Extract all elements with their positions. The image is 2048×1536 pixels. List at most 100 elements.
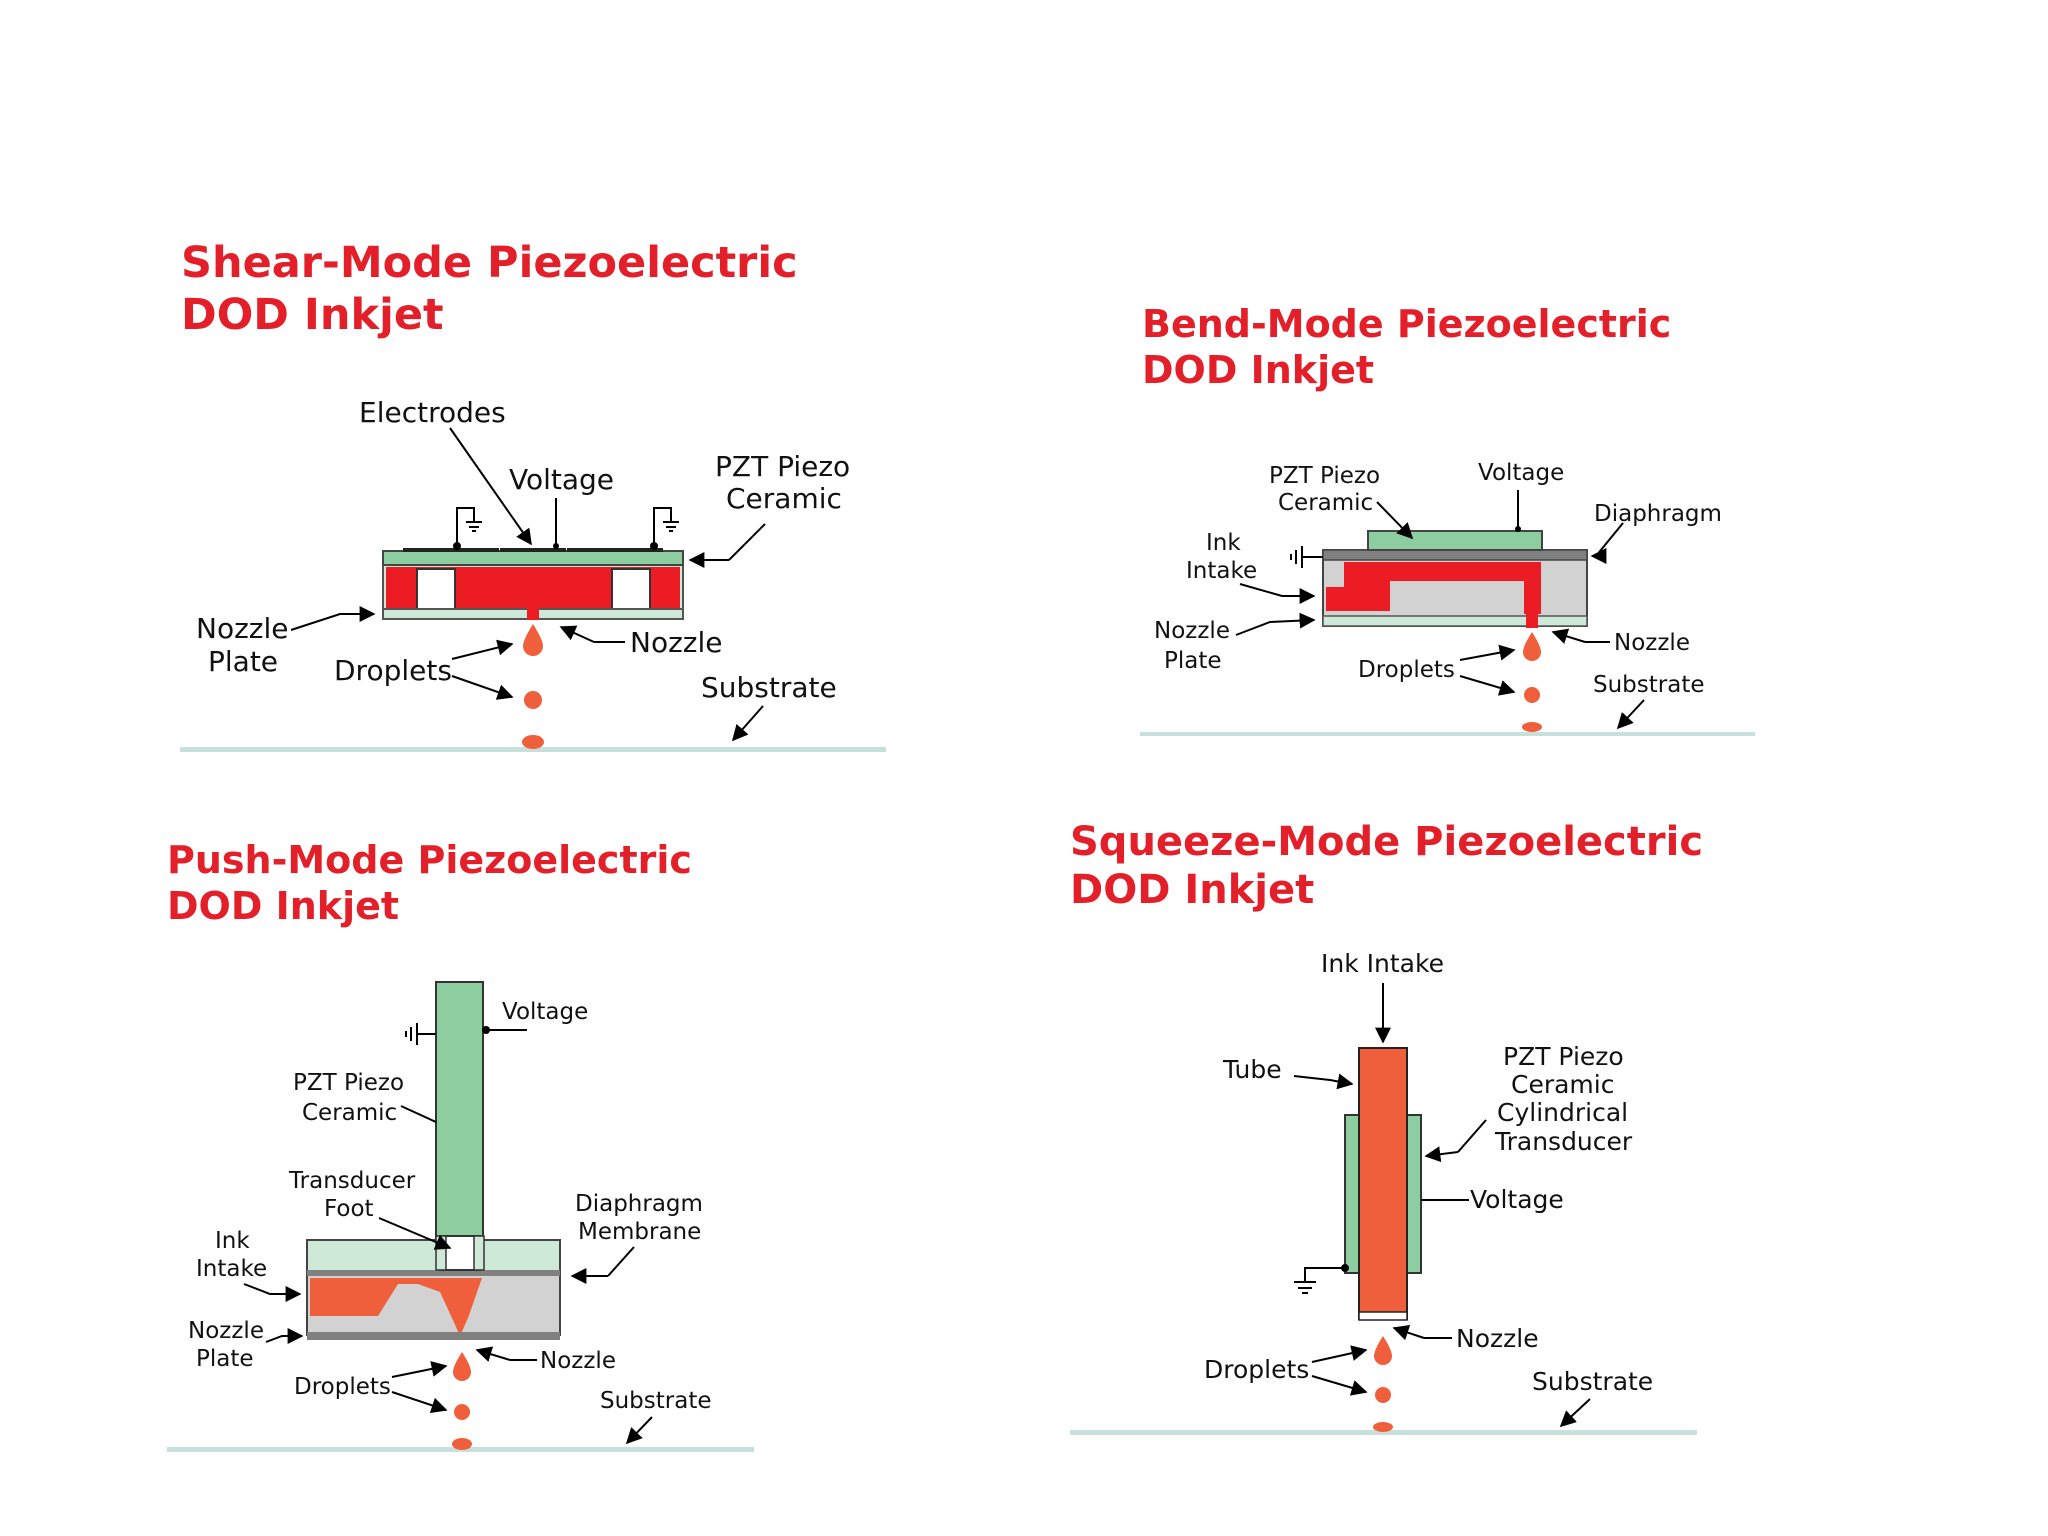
shear-label-electrodes: Electrodes	[359, 396, 506, 429]
bend-droplet-2	[1524, 687, 1540, 703]
shear-voltage-terminal	[553, 498, 559, 549]
squeeze-label-tube: Tube	[1222, 1055, 1282, 1084]
squeeze-label-ink-intake: Ink Intake	[1321, 949, 1444, 978]
bend-pzt-leader	[1376, 501, 1414, 540]
push-droplet-1	[453, 1352, 471, 1381]
push-voltage-terminal	[482, 1026, 527, 1034]
squeeze-label-voltage: Voltage	[1470, 1185, 1564, 1214]
bend-ink-leader	[1239, 583, 1316, 604]
push-label-diaphragm-2: Membrane	[578, 1219, 701, 1245]
push-label-diaphragm-1: Diaphragm	[575, 1191, 703, 1217]
push-label-transducer-2: Foot	[324, 1196, 374, 1222]
squeeze-label-nozzle: Nozzle	[1456, 1324, 1539, 1353]
push-foot-left	[435, 1235, 447, 1271]
bend-droplet-1	[1523, 632, 1541, 661]
shear-label-nozzle: Nozzle	[630, 626, 722, 659]
push-label-ink-1: Ink	[215, 1228, 250, 1254]
bend-substrate	[1140, 732, 1755, 736]
shear-label-substrate: Substrate	[701, 671, 837, 704]
shear-nozzle-leader-arrow	[559, 625, 595, 643]
squeeze-droplet-1	[1374, 1336, 1392, 1365]
squeeze-label-pzt-4: Transducer	[1494, 1127, 1633, 1156]
bend-label-pzt-2: Ceramic	[1278, 490, 1373, 516]
push-title-line2: DOD Inkjet	[167, 883, 400, 928]
bend-nozzle-plate-leader	[1235, 612, 1316, 636]
bend-droplet-3	[1522, 722, 1542, 732]
push-label-ink-2: Intake	[196, 1256, 267, 1282]
push-ink-leader	[243, 1283, 302, 1302]
shear-label-voltage: Voltage	[509, 463, 614, 496]
bend-diaphragm	[1322, 549, 1588, 561]
squeeze-pzt-leader-arrow	[1424, 1146, 1459, 1163]
squeeze-title-line1: Squeeze-Mode Piezoelectric	[1070, 819, 1704, 865]
bend-mode-diagram: PZT Piezo Ceramic Voltage Diaphragm Ink …	[1140, 460, 1755, 736]
push-title-line1: Push-Mode Piezoelectric	[167, 838, 692, 882]
bend-label-ink-1: Ink	[1206, 530, 1241, 556]
shear-mode-title: Shear-Mode Piezoelectric DOD Inkjet	[181, 238, 798, 341]
bend-label-voltage: Voltage	[1478, 460, 1564, 486]
bend-piezo-ceramic	[1367, 530, 1543, 551]
shear-nozzle-plate-leader	[290, 606, 376, 631]
squeeze-substrate	[1070, 1430, 1697, 1435]
push-label-nozzle-plate-2: Plate	[196, 1346, 254, 1372]
push-piezo-ceramic	[435, 981, 484, 1239]
push-label-pzt-2: Ceramic	[302, 1100, 397, 1126]
shear-mode-diagram: Electrodes Voltage PZT Piezo Ceramic Noz…	[180, 396, 886, 752]
squeeze-label-substrate: Substrate	[1532, 1367, 1653, 1396]
push-label-droplets: Droplets	[294, 1374, 391, 1400]
bend-label-nozzle: Nozzle	[1614, 630, 1690, 656]
shear-pzt-leader	[728, 523, 766, 561]
squeeze-droplets-leader-1	[1311, 1345, 1368, 1363]
shear-title-line2: DOD Inkjet	[181, 289, 444, 340]
shear-substrate	[180, 747, 886, 752]
shear-label-pzt-2: Ceramic	[726, 482, 842, 515]
shear-droplet-1	[523, 624, 543, 656]
bend-ground	[1290, 546, 1323, 568]
bend-voltage-terminal	[1515, 490, 1521, 532]
shear-label-nozzle-plate-2: Plate	[208, 645, 278, 678]
squeeze-tube-leader	[1293, 1073, 1354, 1090]
shear-electrode-right	[567, 548, 663, 552]
squeeze-droplets-leader-2	[1311, 1375, 1368, 1396]
push-label-nozzle: Nozzle	[540, 1348, 616, 1374]
squeeze-nozzle-leader-arrow	[1392, 1324, 1425, 1341]
shear-piezo-ceramic	[382, 550, 684, 566]
bend-ink-chamber	[1326, 562, 1541, 614]
push-droplets-leader-1	[391, 1361, 448, 1378]
shear-left-wall	[416, 568, 456, 610]
bend-label-ink-2: Intake	[1186, 558, 1257, 584]
shear-electrodes-leader	[449, 427, 532, 546]
push-nozzle-plate	[307, 1332, 560, 1340]
push-diaphragm-leader	[607, 1246, 635, 1277]
bend-droplets-leader-2	[1459, 675, 1516, 696]
push-droplets-leader-2	[391, 1391, 448, 1414]
bend-label-nozzle-plate-2: Plate	[1164, 648, 1222, 674]
push-foot-right	[473, 1235, 485, 1271]
shear-nozzle	[527, 604, 539, 620]
shear-droplets-leader-2	[451, 675, 514, 700]
push-top-block	[306, 1239, 561, 1273]
squeeze-mode-diagram: Ink Intake Tube PZT Piezo Ceramic Cylind…	[1070, 949, 1697, 1435]
push-label-pzt-1: PZT Piezo	[293, 1070, 404, 1096]
bend-substrate-leader	[1616, 699, 1645, 730]
squeeze-substrate-leader	[1559, 1398, 1591, 1428]
squeeze-label-pzt-1: PZT Piezo	[1503, 1042, 1624, 1071]
push-pzt-leader	[400, 1105, 437, 1123]
bend-label-nozzle-plate-1: Nozzle	[1154, 618, 1230, 644]
push-ink-chamber	[310, 1278, 482, 1336]
push-ground	[405, 1023, 436, 1045]
bend-label-substrate: Substrate	[1593, 672, 1705, 698]
bend-label-pzt-1: PZT Piezo	[1269, 463, 1380, 489]
bend-nozzle-plate	[1322, 615, 1588, 627]
squeeze-label-pzt-2: Ceramic	[1511, 1070, 1614, 1099]
push-substrate-leader	[625, 1416, 653, 1445]
push-transducer-leader	[378, 1217, 452, 1250]
bend-label-droplets: Droplets	[1358, 657, 1455, 683]
push-droplet-3	[452, 1438, 472, 1450]
squeeze-pzt-leader	[1457, 1119, 1487, 1153]
push-label-transducer-1: Transducer	[288, 1168, 416, 1194]
squeeze-label-pzt-3: Cylindrical	[1497, 1098, 1628, 1127]
push-label-voltage: Voltage	[502, 999, 588, 1025]
bend-diaphragm-leader	[1595, 522, 1624, 557]
squeeze-label-droplets: Droplets	[1204, 1355, 1309, 1384]
